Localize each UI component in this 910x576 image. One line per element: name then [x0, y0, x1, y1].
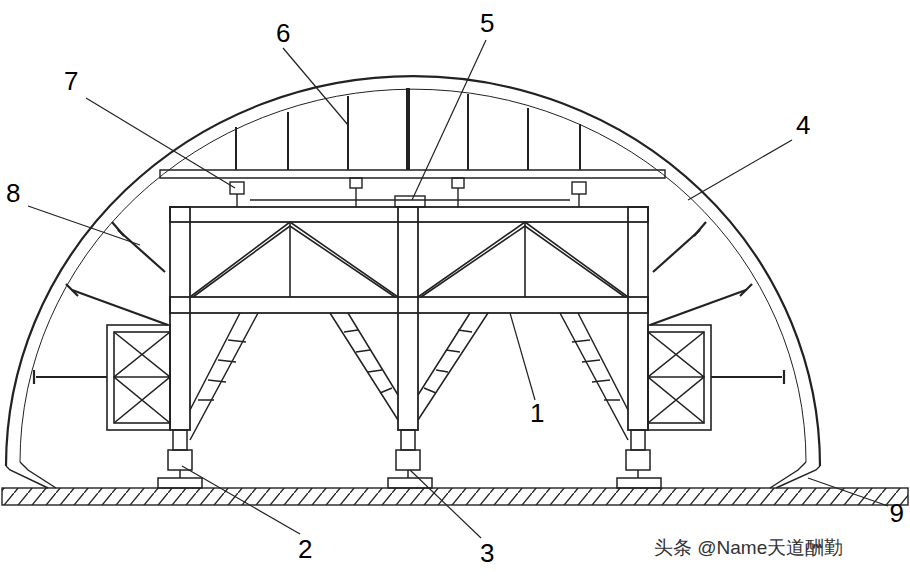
callout-number: 6	[276, 20, 290, 46]
callout-number: 2	[298, 536, 312, 562]
callout-number: 8	[6, 180, 20, 206]
callout-number: 5	[480, 10, 494, 36]
callout-number: 1	[530, 400, 544, 426]
callout-number: 9	[890, 500, 904, 526]
callout-number: 4	[796, 112, 810, 138]
callout-number: 3	[480, 540, 494, 566]
watermark: 头条 @Name天道酬勤	[654, 538, 843, 557]
callout-number: 7	[64, 68, 78, 94]
